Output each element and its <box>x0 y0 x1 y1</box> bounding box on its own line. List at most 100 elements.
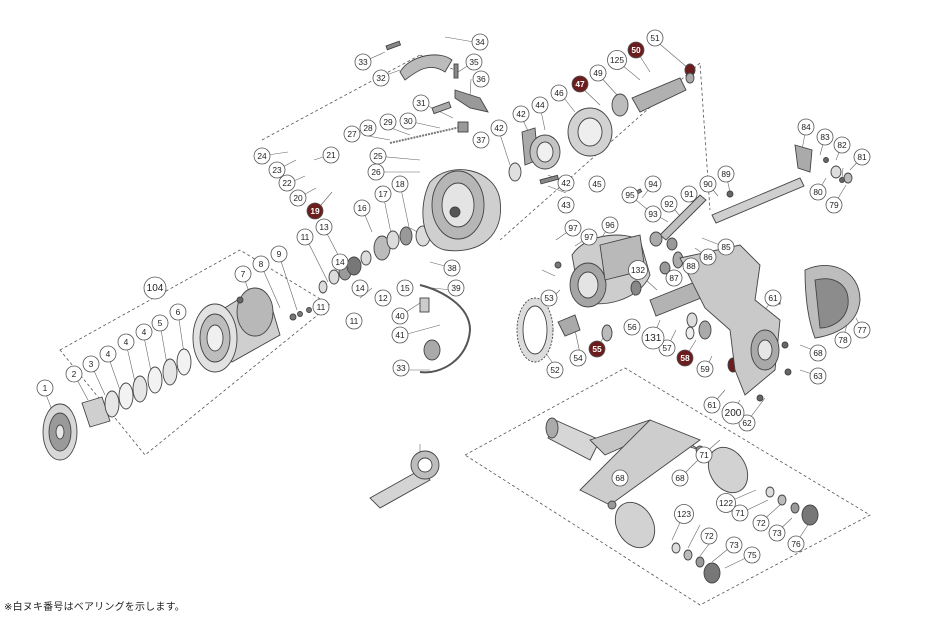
callout-number: 3 <box>89 359 94 369</box>
callout-25: 25 <box>369 147 387 165</box>
callout-bubble <box>270 245 288 263</box>
callout-number: 71 <box>735 508 745 518</box>
callout-number: 72 <box>756 518 766 528</box>
callout-bubble <box>787 535 805 553</box>
callout-122: 122 <box>716 493 736 513</box>
callout-bubble <box>540 289 558 307</box>
callout-bubble <box>611 469 629 487</box>
callout-number: 92 <box>664 199 674 209</box>
callout-number: 6 <box>176 307 181 317</box>
callout-6: 6 <box>169 303 187 321</box>
callout-bubble <box>601 216 619 234</box>
callout-bubble <box>117 333 135 351</box>
callout-31: 31 <box>412 94 430 112</box>
callout-11: 11 <box>296 228 314 246</box>
callout-number: 50 <box>631 45 641 55</box>
callout-bubble <box>588 340 606 358</box>
callout-33: 33 <box>392 359 410 377</box>
callout-number: 21 <box>326 150 336 160</box>
callout-7: 7 <box>234 265 252 283</box>
callout-number: 30 <box>403 116 413 126</box>
callout-number: 13 <box>319 222 329 232</box>
rotor-part <box>422 169 502 252</box>
callout-number: 27 <box>347 129 357 139</box>
callout-number: 90 <box>703 179 713 189</box>
callout-89: 89 <box>717 165 735 183</box>
callout-bubble <box>36 379 54 397</box>
callout-bubble <box>674 504 694 524</box>
callout-bubble <box>379 113 397 131</box>
callout-number: 11 <box>301 232 310 242</box>
callout-number: 72 <box>704 531 714 541</box>
callout-number: 58 <box>680 353 690 363</box>
callout-13: 13 <box>315 218 333 236</box>
callout-number: 55 <box>592 344 602 354</box>
callout-4: 4 <box>117 333 135 351</box>
callout-bubble <box>392 359 410 377</box>
callout-number: 79 <box>829 200 839 210</box>
callout-number: 42 <box>561 178 571 188</box>
callout-bubble <box>234 265 252 283</box>
callout-number: 82 <box>837 140 847 150</box>
callout-5: 5 <box>151 314 169 332</box>
callout-bubble <box>834 331 852 349</box>
callout-bubble <box>331 253 349 271</box>
callout-bubble <box>671 469 689 487</box>
callout-bubble <box>412 94 430 112</box>
callout-bubble <box>396 279 414 297</box>
callout-54: 54 <box>569 349 587 367</box>
callout-68: 68 <box>611 469 629 487</box>
callout-58: 58 <box>676 349 694 367</box>
callout-number: 97 <box>584 232 594 242</box>
parts <box>42 40 861 584</box>
callout-bubble <box>252 255 270 273</box>
callout-bubble <box>465 53 483 71</box>
callout-bubble <box>353 199 371 217</box>
callout-47: 47 <box>571 75 589 93</box>
callout-77: 77 <box>853 321 871 339</box>
callout-bubble <box>268 161 286 179</box>
callout-bubble <box>680 185 698 203</box>
callout-number: 8 <box>259 259 264 269</box>
callout-number: 25 <box>373 151 383 161</box>
callout-71: 71 <box>695 446 713 464</box>
callout-bubble <box>571 75 589 93</box>
callout-bubble <box>399 112 417 130</box>
bail-arm-part <box>385 40 489 113</box>
callout-number: 44 <box>535 100 545 110</box>
callout-number: 86 <box>703 252 713 262</box>
callout-72: 72 <box>752 514 770 532</box>
callout-bubble <box>695 446 713 464</box>
callout-bubble <box>443 259 461 277</box>
callout-46: 46 <box>550 84 568 102</box>
callout-bubble <box>743 546 761 564</box>
rotor-nut-parts <box>508 127 561 185</box>
callout-8: 8 <box>252 255 270 273</box>
callout-number: 22 <box>282 178 292 188</box>
callout-bubble <box>696 360 714 378</box>
callout-bubble <box>391 175 409 193</box>
callout-49: 49 <box>589 64 607 82</box>
callout-bubble <box>716 493 736 513</box>
callout-42: 42 <box>557 174 575 192</box>
callout-number: 42 <box>516 109 526 119</box>
callout-number: 34 <box>475 37 485 47</box>
callout-35: 35 <box>465 53 483 71</box>
callout-1: 1 <box>36 379 54 397</box>
callout-bubble <box>143 276 167 300</box>
callout-bubble <box>278 174 296 192</box>
callout-bubble <box>725 536 743 554</box>
callout-number: 42 <box>494 123 504 133</box>
callout-number: 38 <box>447 263 457 273</box>
callout-bubble <box>717 165 735 183</box>
callout-63: 63 <box>809 367 827 385</box>
callout-bubble <box>322 146 340 164</box>
callout-bubble <box>99 345 117 363</box>
stopper-lever-part <box>794 144 853 184</box>
callout-number: 11 <box>317 302 326 312</box>
callout-number: 53 <box>544 293 554 303</box>
callout-42: 42 <box>490 119 508 137</box>
callout-number: 81 <box>857 152 867 162</box>
callout-bubble <box>665 269 683 287</box>
